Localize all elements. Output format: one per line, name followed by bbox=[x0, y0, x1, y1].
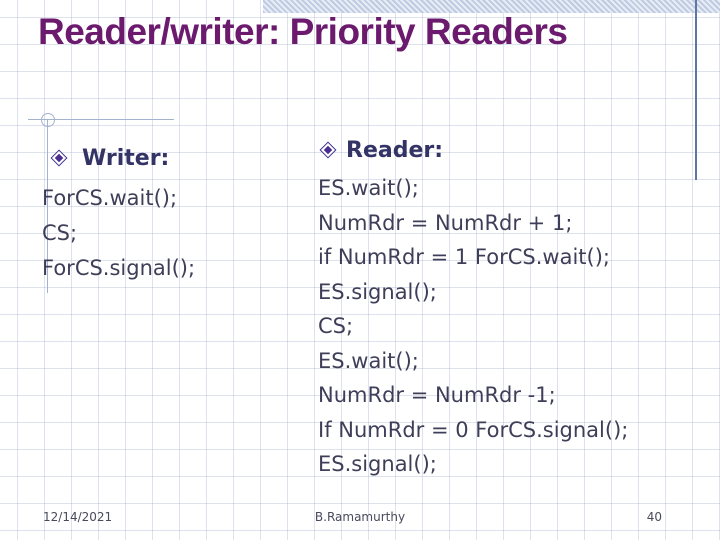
left-vertical-rule bbox=[47, 119, 48, 293]
slide-title: Reader/writer: Priority Readers bbox=[38, 11, 568, 52]
reader-header-row: Reader: bbox=[318, 137, 713, 163]
diamond-bullet-icon bbox=[50, 149, 68, 167]
writer-header-row: Writer: bbox=[42, 145, 307, 171]
reader-code-list: ES.wait(); NumRdr = NumRdr + 1; if NumRd… bbox=[318, 171, 713, 482]
writer-code-list: ForCS.wait(); CS; ForCS.signal(); bbox=[42, 181, 307, 286]
code-line: NumRdr = NumRdr + 1; bbox=[318, 210, 573, 235]
code-line: ES.wait(); bbox=[318, 176, 419, 200]
code-line: CS; bbox=[318, 314, 354, 338]
title-circle-ornament-icon bbox=[41, 113, 55, 127]
code-line: ForCS.wait(); bbox=[42, 186, 178, 210]
code-line: ES.signal(); bbox=[318, 279, 437, 304]
footer-page-number: 40 bbox=[646, 510, 662, 524]
code-line: If NumRdr = 0 ForCS.signal(); bbox=[318, 417, 629, 442]
code-line: ES.signal(); bbox=[318, 452, 437, 476]
code-line: ES.wait(); bbox=[318, 348, 419, 373]
reader-column: Reader: ES.wait(); NumRdr = NumRdr + 1; … bbox=[318, 137, 713, 482]
writer-header-label: Writer: bbox=[82, 145, 170, 171]
slide-footer: 12/14/2021 B.Ramamurthy 40 bbox=[0, 506, 720, 528]
code-line: if NumRdr = 1 ForCS.wait(); bbox=[318, 245, 610, 269]
right-accent-line bbox=[695, 0, 697, 180]
code-line: NumRdr = NumRdr -1; bbox=[318, 383, 556, 407]
top-accent-band bbox=[263, 0, 720, 13]
code-line: CS; bbox=[42, 221, 78, 245]
diamond-bullet-icon bbox=[319, 141, 337, 159]
footer-date: 12/14/2021 bbox=[43, 510, 113, 524]
footer-author: B.Ramamurthy bbox=[314, 510, 406, 524]
reader-header-label: Reader: bbox=[346, 137, 444, 163]
title-underline bbox=[28, 119, 174, 120]
code-line: ForCS.signal(); bbox=[42, 256, 196, 280]
writer-column: Writer: ForCS.wait(); CS; ForCS.signal()… bbox=[42, 145, 307, 286]
